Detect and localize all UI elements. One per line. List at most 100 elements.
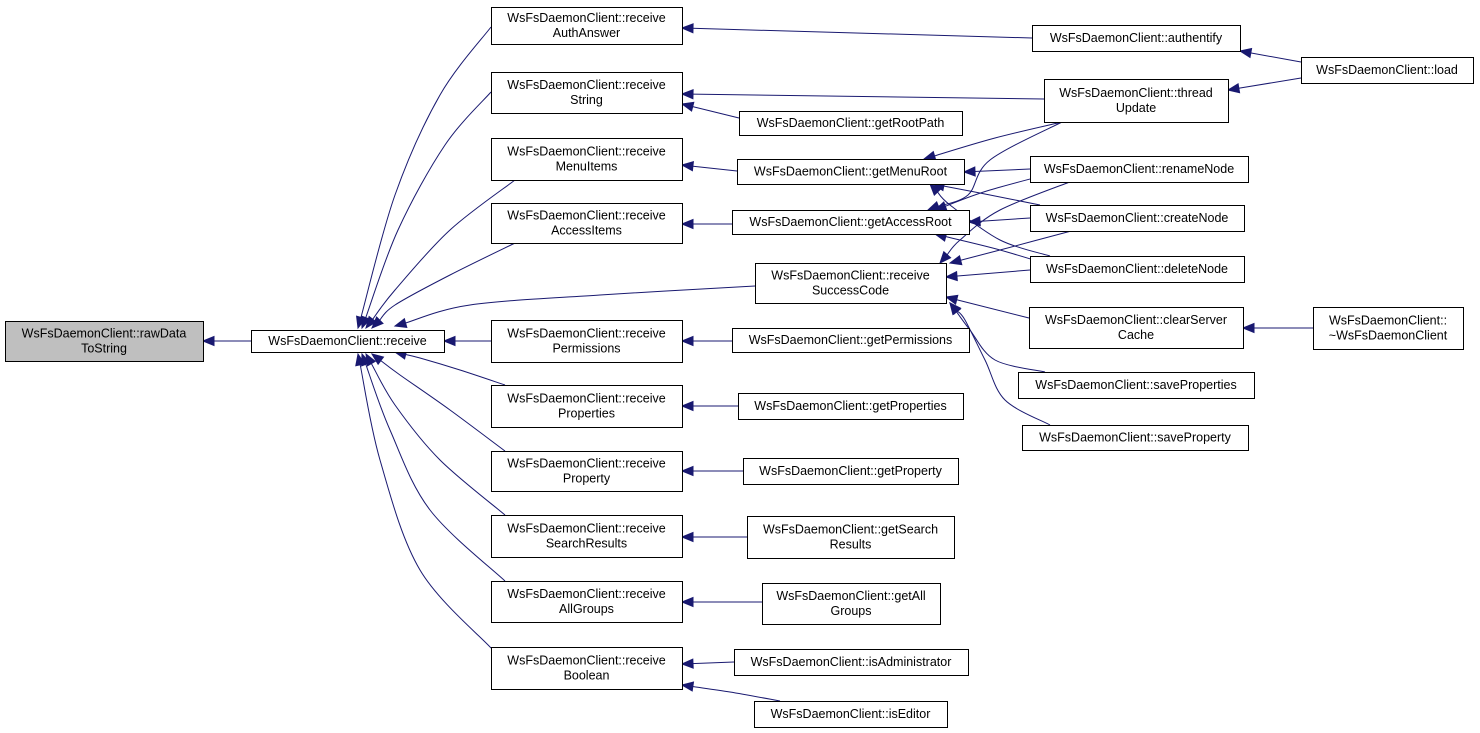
arrowhead: [929, 183, 942, 196]
node-box[interactable]: [491, 203, 683, 244]
node-label: WsFsDaemonClient::clearServer: [1045, 313, 1227, 327]
edge-renameNode-to-rSuccess: [939, 179, 1076, 264]
node-load[interactable]: WsFsDaemonClient::load: [1301, 57, 1474, 84]
node-label: WsFsDaemonClient::thread: [1059, 86, 1213, 100]
node-box[interactable]: [1301, 57, 1474, 84]
node-destructor[interactable]: WsFsDaemonClient::~WsFsDaemonClient: [1313, 307, 1464, 350]
node-box[interactable]: [732, 210, 970, 235]
edge-createNode-to-rSuccess: [948, 229, 1076, 266]
node-getMenuRoot[interactable]: WsFsDaemonClient::getMenuRoot: [737, 159, 965, 185]
node-getProps[interactable]: WsFsDaemonClient::getProperties: [738, 393, 964, 420]
node-box[interactable]: [491, 581, 683, 623]
node-label: WsFsDaemonClient::getProperty: [759, 464, 942, 478]
node-isAdmin[interactable]: WsFsDaemonClient::isAdministrator: [734, 649, 969, 676]
edge-load-to-authentify: [1238, 47, 1302, 63]
node-isEditor[interactable]: WsFsDaemonClient::isEditor: [754, 701, 948, 728]
node-box[interactable]: [251, 330, 445, 353]
arrowhead: [944, 270, 958, 282]
node-box[interactable]: [491, 7, 683, 45]
edge-getAccessRoot-to-rAccess: [680, 218, 732, 230]
node-label: Permissions: [552, 342, 620, 356]
node-box[interactable]: [738, 393, 964, 420]
node-getPerm[interactable]: WsFsDaemonClient::getPermissions: [732, 328, 970, 353]
node-box[interactable]: [1030, 156, 1249, 183]
node-label: WsFsDaemonClient::receive: [507, 209, 665, 223]
node-box[interactable]: [5, 321, 204, 362]
node-saveProp[interactable]: WsFsDaemonClient::saveProperty: [1022, 425, 1249, 451]
arrowhead: [370, 353, 385, 366]
node-box[interactable]: [755, 263, 947, 304]
node-getAccessRoot[interactable]: WsFsDaemonClient::getAccessRoot: [732, 210, 970, 235]
node-box[interactable]: [737, 159, 965, 185]
node-box[interactable]: [1313, 307, 1464, 350]
node-box[interactable]: [762, 583, 941, 625]
node-box[interactable]: [743, 458, 959, 485]
edge-line: [379, 359, 506, 452]
node-box[interactable]: [732, 328, 970, 353]
node-box[interactable]: [739, 111, 963, 136]
node-box[interactable]: [1044, 79, 1229, 123]
node-label: AccessItems: [551, 224, 622, 238]
edge-line: [404, 285, 756, 324]
node-label: WsFsDaemonClient::: [1329, 314, 1447, 328]
edge-line: [973, 168, 1031, 173]
node-label: WsFsDaemonClient::receive: [268, 334, 426, 348]
edge-line: [370, 362, 506, 516]
node-getRootPath[interactable]: WsFsDaemonClient::getRootPath: [739, 111, 963, 136]
node-label: WsFsDaemonClient::receive: [507, 522, 665, 536]
node-receive[interactable]: WsFsDaemonClient::receive: [251, 330, 445, 353]
edge-destructor-to-clearCache: [1241, 322, 1313, 334]
node-label: AllGroups: [559, 602, 614, 616]
node-box[interactable]: [1030, 205, 1245, 232]
node-box[interactable]: [491, 515, 683, 558]
node-renameNode[interactable]: WsFsDaemonClient::renameNode: [1030, 156, 1249, 183]
arrowhead: [1226, 82, 1241, 94]
node-createNode[interactable]: WsFsDaemonClient::createNode: [1030, 205, 1245, 232]
node-box[interactable]: [491, 320, 683, 363]
node-box[interactable]: [747, 516, 955, 559]
node-box[interactable]: [754, 701, 948, 728]
node-box[interactable]: [1018, 372, 1255, 399]
node-box[interactable]: [491, 647, 683, 690]
node-box[interactable]: [1030, 256, 1245, 283]
node-box[interactable]: [491, 451, 683, 492]
node-getProp[interactable]: WsFsDaemonClient::getProperty: [743, 458, 959, 485]
node-box[interactable]: [1022, 425, 1249, 451]
edge-isAdmin-to-rBool: [680, 658, 735, 669]
node-label: Cache: [1118, 328, 1154, 342]
node-label: Results: [830, 538, 872, 552]
edge-line: [404, 353, 506, 386]
node-authentify[interactable]: WsFsDaemonClient::authentify: [1032, 25, 1241, 52]
node-box[interactable]: [1032, 25, 1241, 52]
node-label: SuccessCode: [812, 284, 889, 298]
edge-rPerm-to-receive: [442, 335, 491, 347]
node-box[interactable]: [1029, 307, 1244, 349]
node-box[interactable]: [734, 649, 969, 676]
node-box[interactable]: [491, 385, 683, 428]
arrowhead: [680, 531, 694, 543]
edge-rProps-to-receive: [393, 349, 506, 386]
arrowhead: [680, 161, 694, 172]
edge-authentify-to-rAuth: [680, 23, 1033, 39]
node-deleteNode[interactable]: WsFsDaemonClient::deleteNode: [1030, 256, 1245, 283]
node-box[interactable]: [491, 138, 683, 181]
node-box[interactable]: [491, 72, 683, 114]
node-saveProps[interactable]: WsFsDaemonClient::saveProperties: [1018, 372, 1255, 399]
